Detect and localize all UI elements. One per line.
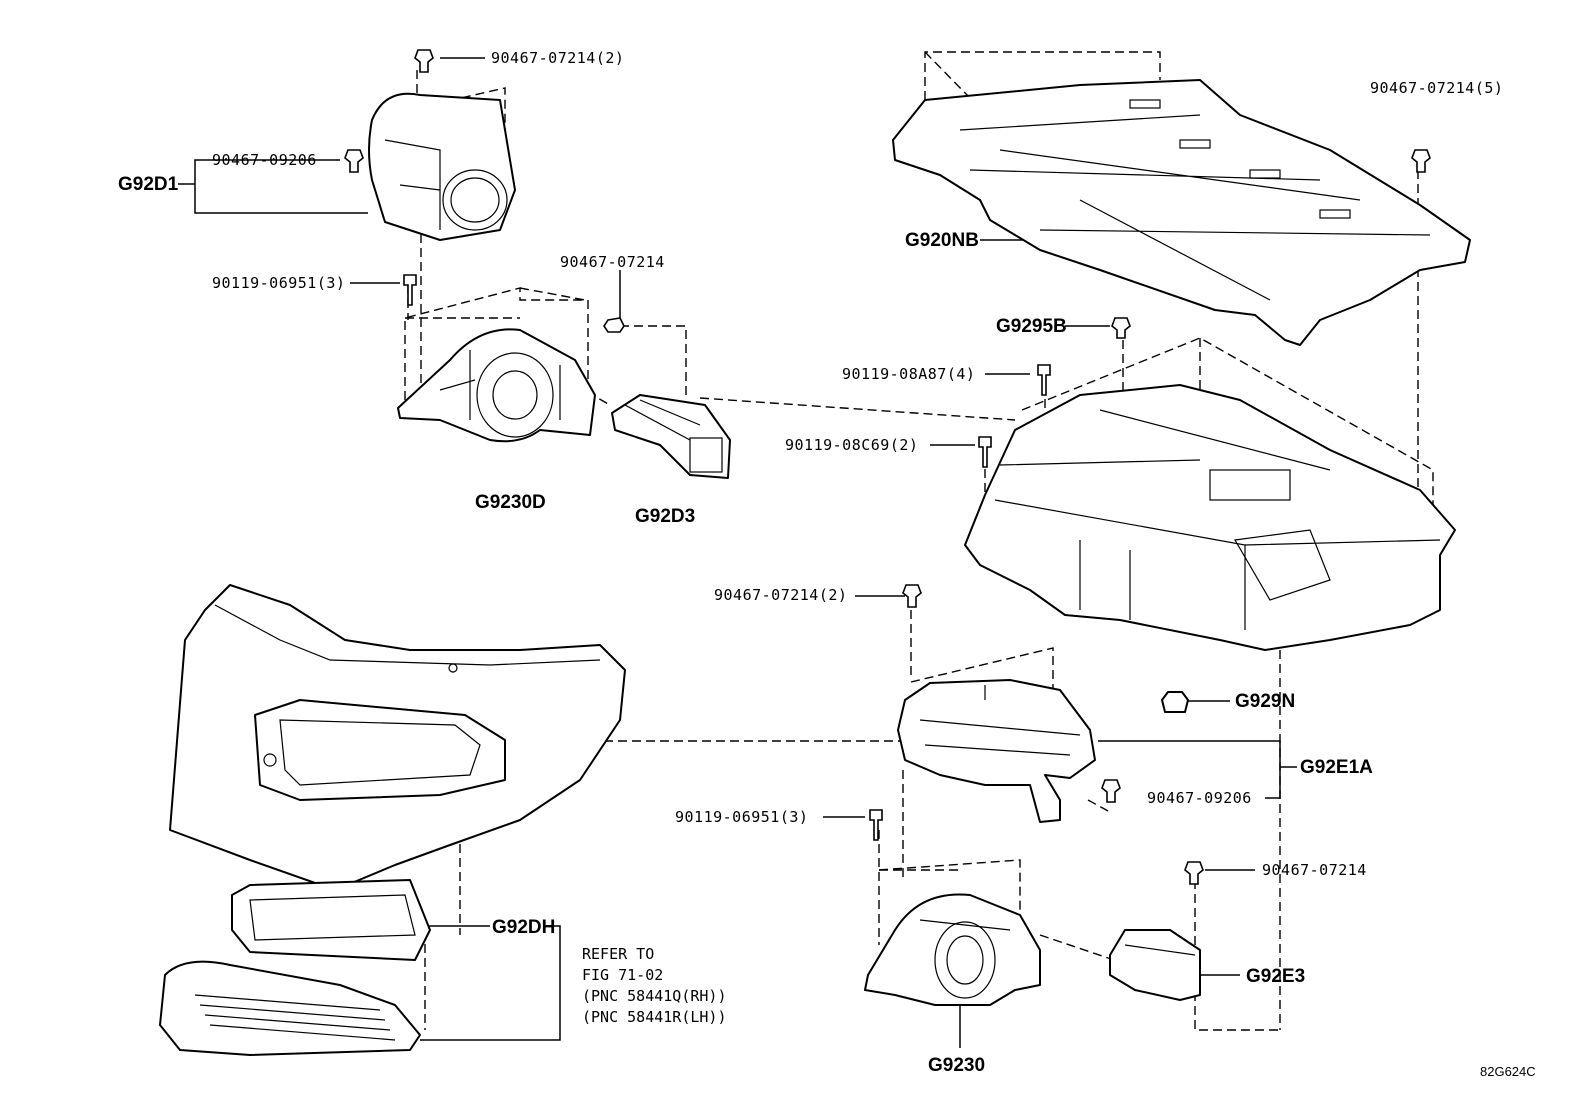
clip-icon <box>1111 317 1131 339</box>
sheet-id: 82G624C <box>1480 1064 1536 1079</box>
grille-g92dh <box>231 879 431 961</box>
bolt-icon <box>869 809 883 841</box>
clip-icon <box>344 149 364 173</box>
code-g9295b: G9295B <box>996 316 1067 337</box>
clip-icon <box>902 584 922 608</box>
code-g920nb: G920NB <box>905 230 979 251</box>
code-g929n: G929N <box>1235 691 1295 712</box>
fasteners <box>344 49 1431 885</box>
lens-lower <box>159 960 421 1056</box>
blower-g9230 <box>864 893 1041 1006</box>
refer-note-line-1: REFER TO <box>582 945 654 963</box>
clip-icon <box>1184 861 1204 885</box>
clip-icon <box>1411 149 1431 173</box>
clip-icon <box>414 49 434 73</box>
duct-g92d3 <box>611 394 731 479</box>
clip-icon <box>1101 779 1121 803</box>
duct-g92e3 <box>1109 929 1201 1001</box>
code-g92d1: G92D1 <box>118 174 179 195</box>
duct-g92e1a <box>897 679 1096 823</box>
label-clip-right-top: 90467-07214(5) <box>1370 79 1503 97</box>
bolt-icon <box>978 436 992 468</box>
refer-note-line-4: (PNC 58441R(LH)) <box>582 1008 727 1026</box>
label-clip-g92d3: 90467-07214 <box>560 253 665 271</box>
code-g92dh: G92DH <box>492 917 555 938</box>
cover-g920nb <box>892 79 1471 346</box>
label-bolt-a87: 90119-08A87(4) <box>842 365 975 383</box>
code-g92e1a: G92E1A <box>1300 757 1373 778</box>
part-labels: 90467-07214(2) 90467-09206 G92D1 90119-0… <box>118 49 1536 1079</box>
battery-assembly <box>964 384 1456 651</box>
code-g92d3: G92D3 <box>635 506 695 527</box>
label-bolt-bottom: 90119-06951(3) <box>675 808 808 826</box>
duct-g92d1 <box>368 92 516 241</box>
code-g9230d: G9230D <box>475 492 546 513</box>
leader-lines <box>178 57 1297 1048</box>
label-clip-top: 90467-07214(2) <box>491 49 624 67</box>
clip-icon <box>603 317 625 333</box>
clip-g929n <box>1161 691 1189 713</box>
bolt-icon <box>1037 364 1051 396</box>
label-clip-g92e3: 90467-07214 <box>1262 861 1367 879</box>
refer-note-line-3: (PNC 58441Q(RH)) <box>582 987 727 1005</box>
label-clip-g92e1a: 90467-09206 <box>1147 789 1252 807</box>
code-g92e3: G92E3 <box>1246 966 1305 987</box>
label-clip-g92d1: 90467-09206 <box>212 151 317 169</box>
code-g9230: G9230 <box>928 1055 985 1076</box>
trim-panel <box>169 584 626 891</box>
label-clip-mid: 90467-07214(2) <box>714 586 847 604</box>
blower-g9230d <box>397 328 596 443</box>
label-bolt-left: 90119-06951(3) <box>212 274 345 292</box>
bolt-icon <box>403 274 417 306</box>
refer-note-line-2: FIG 71-02 <box>582 966 663 984</box>
label-bolt-c69: 90119-08C69(2) <box>785 436 918 454</box>
